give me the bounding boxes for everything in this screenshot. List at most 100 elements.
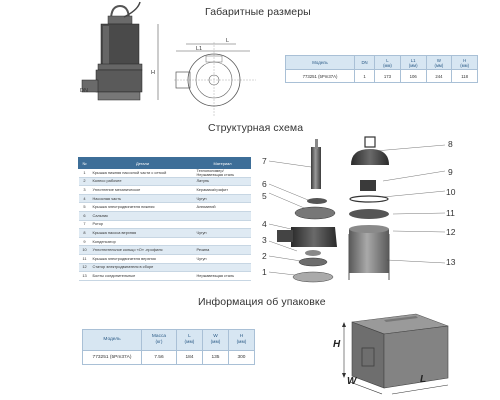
part-label-right: 13 [446,257,456,267]
structure-title: Структурная схема [208,122,304,134]
box-l-label: L [420,374,427,385]
part-num: 4 [78,194,91,204]
dims-cell: 173 [374,69,401,83]
part-num: 5 [78,202,91,212]
part-num: 1 [78,168,91,178]
dims-cell: 106 [399,69,427,83]
dn-label: DN [80,88,88,94]
part-name: Сальник [90,211,195,221]
part-name: Уплотнение механическое [90,185,195,195]
part-label-left: 5 [262,191,267,201]
dims-header: H(мм) [451,55,478,70]
part-num: 2 [78,177,91,187]
parts-header: Детали [90,157,195,169]
part-num: 12 [78,263,91,273]
pack-header: Модель [82,329,142,351]
dims-header: DN [353,55,376,70]
pack-cell: 300 [227,350,256,365]
part-label-left: 6 [262,179,267,189]
part-material: Технополимер/ Нержавеющая сталь [194,168,251,178]
part-name: Крышка насоса верхняя [90,228,195,238]
part-label-right: 8 [448,139,453,149]
parts-header: № [78,157,91,169]
part-material: Керамика/графит [194,185,251,195]
pump-side-view [81,1,159,101]
part-label-left: 4 [262,219,267,229]
pump-top-view [174,42,256,116]
part-label-right: 10 [446,187,456,197]
part-label-right: 9 [448,167,453,177]
part-num: 7 [78,220,91,230]
box-w-label: W [347,376,357,387]
part-name: Статор электродвигателя в сборе [90,263,195,273]
packaging-title: Информация об упаковке [198,296,326,308]
part-material [194,263,251,273]
packaging-table: Модель Масса(кг) L(мм) W(мм) H(мм) 77325… [82,329,256,365]
part-num: 3 [78,185,91,195]
parts-header: Материал [194,157,251,169]
part-material [194,237,251,247]
dims-header: Модель [285,55,355,70]
part-label-left: 3 [262,235,267,245]
part-num: 8 [78,228,91,238]
dimensions-title: Габаритные размеры [205,6,311,18]
dims-cell: 1 [353,69,376,83]
part-material: Чугун [194,254,251,264]
part-material [194,220,251,230]
l1-label: L1 [196,46,203,52]
part-name: Конденсатор [90,237,195,247]
part-label-left: 1 [262,267,267,277]
part-material [194,211,251,221]
part-num: 10 [78,245,91,255]
part-num: 6 [78,211,91,221]
pack-header: L(мм) [175,329,203,351]
part-material: Чугун [194,228,251,238]
part-name: Болты соединительные [90,271,195,281]
pack-header: Масса(кг) [141,329,177,351]
pack-header: H(мм) [227,329,256,351]
part-label-left: 7 [262,156,267,166]
part-num: 11 [78,254,91,264]
part-material: Резина [194,245,251,255]
pack-cell: 184 [175,350,203,365]
h-label: H [151,70,155,76]
table-row: 773251 (5Pm37A) 1 173 106 244 118 [285,69,478,83]
part-name: Крышка нижняя насосной части с сеткой [90,168,195,178]
dims-cell: 118 [451,69,478,83]
dims-cell: 773251 (5Pm37A) [285,69,355,83]
part-name: Уплотнительное кольцо «О» -профиля [90,245,195,255]
table-row: 773251 (5Pm37A) 7.56 184 135 300 [82,350,256,365]
part-name: Колесо рабочее [90,177,195,187]
box-h-label: H [333,339,341,350]
part-material: Алюминий [194,202,251,212]
part-material: Чугун [194,194,251,204]
part-label-right: 11 [446,208,455,218]
part-label-left: 2 [262,251,267,261]
part-name: Ротор [90,220,195,230]
pack-cell: 773251 (5Pm37A) [82,350,142,365]
dims-header: L1(мм) [399,55,427,70]
part-name: Насосная часть [90,194,195,204]
pack-cell: 7.56 [141,350,177,365]
pack-cell: 135 [201,350,229,365]
exploded-view [268,136,446,283]
part-label-right: 12 [446,227,456,237]
dims-header: L(мм) [374,55,401,70]
package-box-illustration [342,313,449,395]
dims-cell: 244 [425,69,453,83]
pack-header: W(мм) [201,329,229,351]
dims-header: W(мм) [425,55,453,70]
part-num: 9 [78,237,91,247]
